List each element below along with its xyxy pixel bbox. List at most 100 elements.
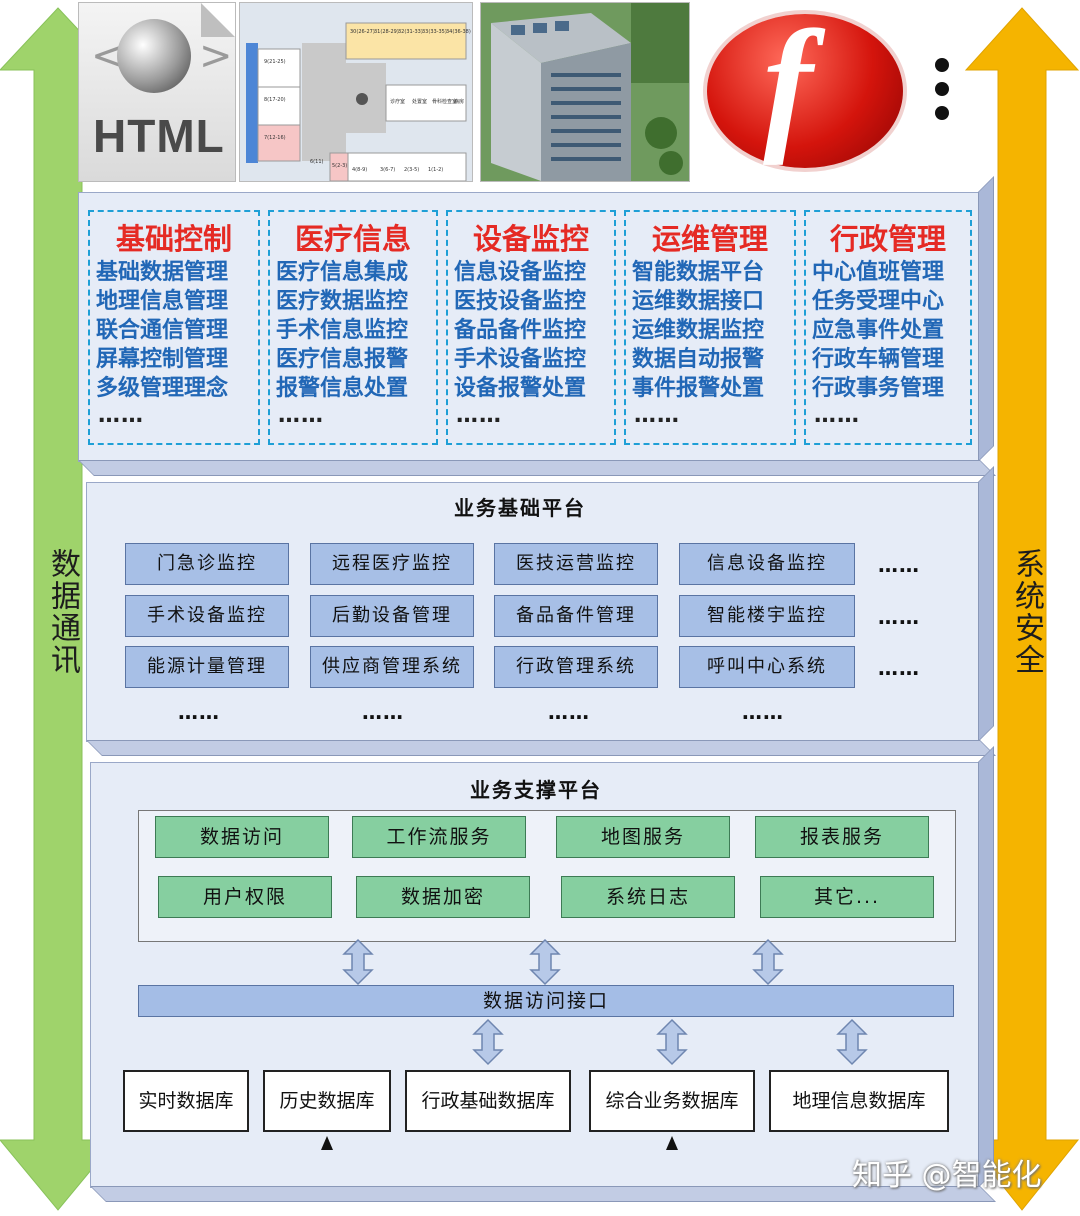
database-box: 地理信息数据库 [769, 1070, 949, 1132]
app-item: 行政事务管理 [812, 376, 945, 401]
database-box: 历史数据库 [263, 1070, 391, 1132]
app-item: 数据自动报警 [632, 347, 765, 372]
support-platform-title: 业务支撑平台 [470, 778, 602, 802]
floorplan-label: 5(2-3) [332, 163, 347, 169]
floorplan-label: 34(36-38) [446, 29, 471, 35]
app-item: 医疗信息集成 [276, 260, 409, 285]
app-column-title: 医疗信息 [294, 222, 411, 256]
app-column-title: 基础控制 [115, 222, 232, 256]
floorplan-label: 30(26-27) [350, 29, 375, 35]
system-box: 信息设备监控 [679, 543, 855, 585]
floorplan-image: 9(21-25) 8(17-20) 7(12-16) 30(26-27) 31(… [240, 3, 472, 181]
row-more-ellipsis: …… [878, 553, 920, 577]
app-more-ellipsis: …… [814, 403, 860, 428]
system-box: 门急诊监控 [125, 543, 289, 585]
system-box: 智能楼宇监控 [679, 595, 855, 637]
service-box: 数据加密 [356, 876, 530, 918]
building-image [481, 3, 689, 181]
service-box: 工作流服务 [352, 816, 526, 858]
app-item: 应急事件处置 [812, 318, 945, 343]
system-box: 供应商管理系统 [310, 646, 474, 688]
double-arrow-icon [837, 1019, 867, 1065]
service-box: 数据访问 [155, 816, 329, 858]
business-platform-title: 业务基础平台 [454, 496, 586, 520]
app-item: 多级管理理念 [96, 376, 229, 401]
flash-logo-icon: f [707, 8, 903, 168]
app-item: 地理信息管理 [96, 289, 229, 314]
double-arrow-icon [657, 1019, 687, 1065]
more-dot [935, 106, 949, 120]
system-box: 手术设备监控 [125, 595, 289, 637]
row-more-ellipsis: …… [878, 656, 920, 680]
app-item: 报警信息处置 [276, 376, 409, 401]
floorplan-label: 处置室 [412, 98, 427, 105]
html-thumbnail: < > HTML [78, 2, 236, 182]
service-box: 系统日志 [561, 876, 735, 918]
app-item: 医疗数据监控 [276, 289, 409, 314]
app-column: 医疗信息医疗信息集成医疗数据监控手术信息监控医疗信息报警报警信息处置…… [268, 210, 438, 445]
column-more-ellipsis: …… [548, 700, 590, 724]
html-word: HTML [93, 110, 225, 162]
system-box: 远程医疗监控 [310, 543, 474, 585]
more-dot [935, 58, 949, 72]
floorplan-label: 1(1-2) [428, 167, 443, 173]
applications-panel [78, 176, 996, 476]
app-more-ellipsis: …… [278, 403, 324, 428]
column-more-ellipsis: …… [362, 700, 404, 724]
data-access-interface: 数据访问接口 [138, 985, 954, 1017]
floorplan-label: 31(28-29) [374, 29, 399, 35]
floorplan-label: 骨科检查室 [432, 98, 457, 105]
database-box: 行政基础数据库 [405, 1070, 571, 1132]
floorplan-thumbnail: 9(21-25) 8(17-20) 7(12-16) 30(26-27) 31(… [239, 2, 473, 182]
double-arrow-icon [753, 939, 783, 985]
service-box: 用户权限 [158, 876, 332, 918]
app-item: 中心值班管理 [812, 260, 945, 285]
floorplan-label: 3(6-7) [380, 167, 395, 173]
app-item: 联合通信管理 [96, 318, 229, 343]
app-item: 运维数据接口 [632, 289, 765, 314]
app-column-title: 行政管理 [829, 222, 946, 256]
database-box: 实时数据库 [123, 1070, 249, 1132]
up-triangle-icon [666, 1136, 678, 1150]
right-label: 系统安全 [1009, 548, 1044, 676]
system-security-arrow [964, 7, 1080, 1211]
app-item: 手术设备监控 [454, 347, 587, 372]
system-box: 备品备件管理 [494, 595, 658, 637]
page-fold-icon [201, 3, 235, 37]
column-more-ellipsis: …… [178, 700, 220, 724]
app-more-ellipsis: …… [98, 403, 144, 428]
app-column-title: 设备监控 [472, 222, 589, 256]
app-item: 医技设备监控 [454, 289, 587, 314]
floorplan-label: 病房 [454, 98, 464, 105]
floorplan-label: 9(21-25) [264, 59, 286, 65]
app-item: 手术信息监控 [276, 318, 409, 343]
app-item: 事件报警处置 [632, 376, 765, 401]
app-item: 医疗信息报警 [276, 347, 409, 372]
globe-icon [117, 19, 191, 93]
left-label: 数据通讯 [45, 548, 80, 676]
floorplan-label: 7(12-16) [264, 135, 286, 141]
system-box: 后勤设备管理 [310, 595, 474, 637]
floorplan-label: 8(17-20) [264, 97, 286, 103]
column-more-ellipsis: …… [742, 700, 784, 724]
building-3d-thumbnail [480, 2, 690, 182]
floorplan-label: 32(31-33) [398, 29, 423, 35]
app-item: 备品备件监控 [454, 318, 587, 343]
app-more-ellipsis: …… [456, 403, 502, 428]
app-item: 任务受理中心 [812, 289, 945, 314]
app-column-title: 运维管理 [651, 222, 768, 256]
database-box: 综合业务数据库 [589, 1070, 755, 1132]
app-column: 行政管理中心值班管理任务受理中心应急事件处置行政车辆管理行政事务管理…… [804, 210, 972, 445]
floorplan-label: 4(8-9) [352, 167, 367, 173]
system-box: 呼叫中心系统 [679, 646, 855, 688]
app-item: 运维数据监控 [632, 318, 765, 343]
app-more-ellipsis: …… [634, 403, 680, 428]
app-item: 智能数据平台 [632, 260, 765, 285]
flash-letter: f [763, 0, 813, 166]
system-box: 医技运营监控 [494, 543, 658, 585]
code-bracket-right: > [199, 33, 233, 79]
system-box: 能源计量管理 [125, 646, 289, 688]
app-item: 设备报警处置 [454, 376, 587, 401]
app-item: 屏幕控制管理 [96, 347, 229, 372]
